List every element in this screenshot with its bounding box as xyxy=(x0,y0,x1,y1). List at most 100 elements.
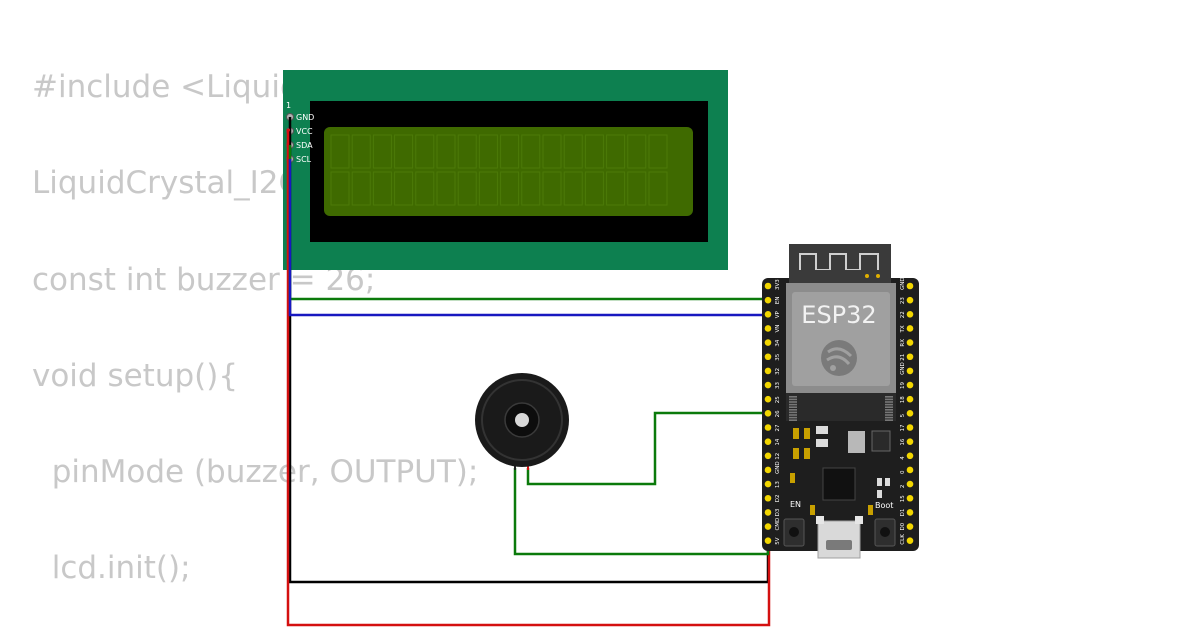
esp32-pin-left-35[interactable] xyxy=(764,353,772,361)
lcd-char-cell xyxy=(457,134,477,169)
lcd-char-cell xyxy=(436,134,456,169)
esp32-pin-label: CMD xyxy=(775,518,781,531)
esp32-label: ESP32 xyxy=(801,301,876,329)
lcd-char-cell xyxy=(500,171,520,206)
castellation xyxy=(885,406,893,408)
micro-usb-opening xyxy=(826,540,852,550)
smd-cap xyxy=(793,448,799,459)
esp32-pin-left-gnd[interactable] xyxy=(764,466,772,474)
esp32-pin-right-21[interactable] xyxy=(906,353,914,361)
boot-label: Boot xyxy=(875,501,893,510)
esp32-pin-right-d1[interactable] xyxy=(906,509,914,516)
esp32-pin-left-5v[interactable] xyxy=(764,537,772,544)
esp32-pin-left-d2[interactable] xyxy=(764,494,772,502)
esp32-module-can xyxy=(792,292,890,386)
castellation xyxy=(885,416,893,419)
micro-usb-port[interactable] xyxy=(817,520,861,559)
esp32-pin-label: 33 xyxy=(775,382,781,389)
esp32-pin-label: 15 xyxy=(900,495,906,502)
esp32-pin-right-gnd[interactable] xyxy=(906,282,914,290)
lcd-pin-label: VCC xyxy=(296,127,313,136)
lcd-pin-label: SCL xyxy=(296,155,312,164)
esp32-pin-label: D1 xyxy=(900,509,906,517)
esp32-pin-left-14[interactable] xyxy=(764,438,772,445)
esp32-pin-left-vp[interactable] xyxy=(764,311,772,318)
esp32-pin-left-25[interactable] xyxy=(764,395,772,403)
esp32-antenna-trace xyxy=(799,253,879,276)
castellation xyxy=(885,409,893,411)
esp32-pin-left-32[interactable] xyxy=(764,367,772,375)
esp32-pin-right-15[interactable] xyxy=(906,494,914,502)
esp32-pin-right-d0[interactable] xyxy=(906,523,914,530)
castellation xyxy=(789,401,797,403)
esp32-pin-right-4[interactable] xyxy=(906,452,914,460)
esp32-pin-right-tx[interactable] xyxy=(906,325,914,332)
esp32-pin-label: 22 xyxy=(900,311,906,318)
esp32-pin-left-34[interactable] xyxy=(764,339,772,346)
smd-cap xyxy=(868,505,873,515)
castellation xyxy=(789,403,797,406)
lcd-char-cell xyxy=(394,134,414,169)
esp32-pin-label: 35 xyxy=(775,353,781,360)
lcd-char-cell xyxy=(584,171,604,206)
esp32-pin-label: 4 xyxy=(900,456,906,460)
esp32-pin-right-23[interactable] xyxy=(906,296,914,304)
esp32-pin-right-18[interactable] xyxy=(906,395,914,403)
esp32-pin-left-en[interactable] xyxy=(764,296,772,304)
esp32-pin-right-16[interactable] xyxy=(906,438,914,445)
esp32-pin-left-33[interactable] xyxy=(764,381,772,389)
esp32-pin-left-13[interactable] xyxy=(764,480,772,488)
lcd-char-cell xyxy=(330,171,350,206)
esp32-pin-left-27[interactable] xyxy=(764,424,772,431)
esp32-pin-label: 14 xyxy=(775,438,781,445)
lcd-char-cell xyxy=(415,134,435,169)
esp32-pin-left-12[interactable] xyxy=(764,452,772,460)
buzzer[interactable] xyxy=(475,373,569,470)
esp32-pin-right-5[interactable] xyxy=(906,410,914,417)
buzzer-hole xyxy=(515,413,529,427)
wire-green-buzzer-signal[interactable] xyxy=(526,411,768,486)
esp32-pin-right-rx[interactable] xyxy=(906,339,914,346)
esp32-pin-right-17[interactable] xyxy=(906,424,914,431)
esp32-pin-label: D0 xyxy=(900,522,906,530)
lcd-pin-label: GND xyxy=(296,113,314,122)
wire-green-buzzer-gnd[interactable] xyxy=(513,468,770,556)
esp32-pin-label: EN xyxy=(775,297,781,305)
castellation xyxy=(885,398,893,401)
castellation xyxy=(789,406,797,408)
lcd-char-cell xyxy=(330,134,350,169)
esp32-pin-right-22[interactable] xyxy=(906,311,914,318)
wire-red-vcc[interactable] xyxy=(286,128,771,627)
lcd-pin-label: SDA xyxy=(296,141,313,150)
esp32-pin-label: 32 xyxy=(775,368,781,375)
castellation xyxy=(885,414,893,416)
lcd-char-cell xyxy=(478,171,498,206)
esp32-pin-label: 16 xyxy=(900,438,906,445)
esp32-pin-label: GND xyxy=(900,362,906,375)
esp32-pin-label: 17 xyxy=(900,424,906,431)
esp32-pin-left-3v3[interactable] xyxy=(764,282,772,290)
esp32-board[interactable]: ESP32 EN Boot xyxy=(762,244,919,559)
esp32-pin-headers: 3V3ENVPVN343532332526271412GND13D2D3CMD5… xyxy=(764,277,914,545)
esp32-pin-right-clk[interactable] xyxy=(906,537,914,544)
esp32-antenna-base xyxy=(789,270,891,284)
lcd-character-grid xyxy=(330,134,668,206)
esp32-pin-left-cmd[interactable] xyxy=(764,523,772,530)
esp32-pin-right-19[interactable] xyxy=(906,381,914,389)
esp32-pin-label: 2 xyxy=(900,485,906,489)
esp32-pin-right-2[interactable] xyxy=(906,480,914,488)
esp32-pin-left-vn[interactable] xyxy=(764,325,772,332)
smd-cap xyxy=(877,490,882,498)
castellation xyxy=(789,409,797,411)
esp32-pin-label: 18 xyxy=(900,396,906,403)
voltage-regulator xyxy=(848,431,865,453)
esp32-pin-label: D2 xyxy=(775,495,781,503)
esp32-pin-left-26[interactable] xyxy=(764,410,772,417)
esp32-pin-left-d3[interactable] xyxy=(764,509,772,516)
esp32-pin-right-0[interactable] xyxy=(906,466,914,474)
esp32-pin-right-gnd[interactable] xyxy=(906,367,914,375)
smd-cap xyxy=(793,428,799,439)
lcd-char-cell xyxy=(351,171,371,206)
usb-tab xyxy=(855,516,863,524)
